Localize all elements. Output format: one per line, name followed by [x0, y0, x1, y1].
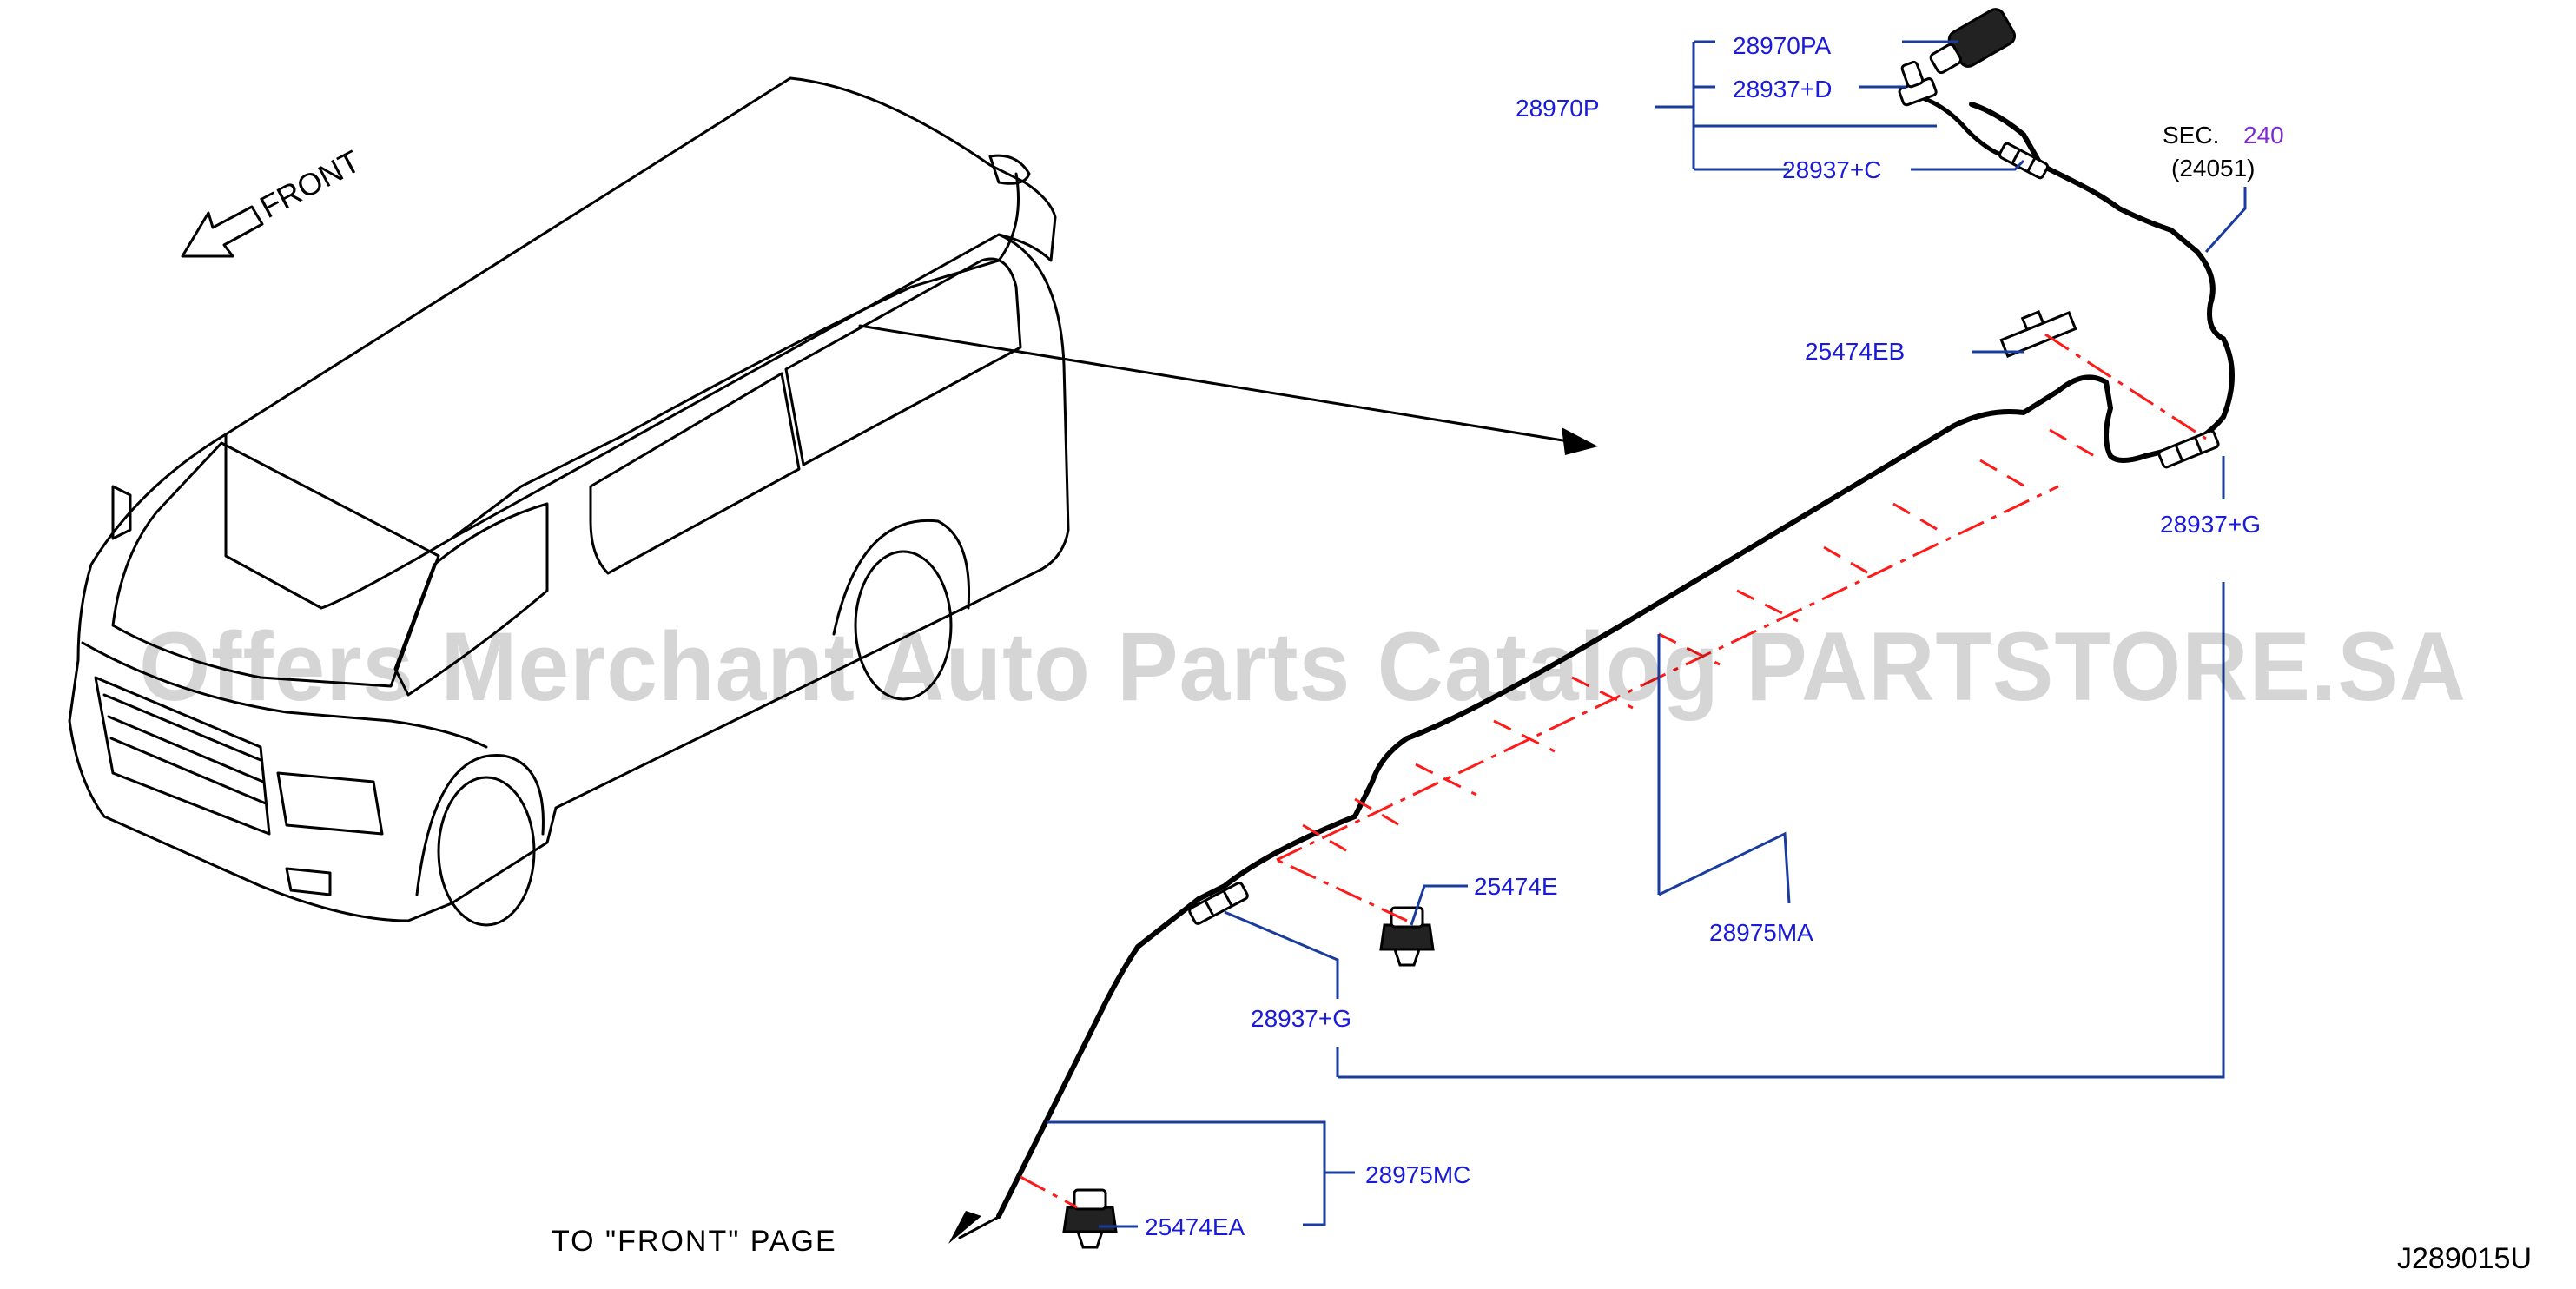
section-prefix: SEC. — [2163, 122, 2219, 149]
label-28937G-right[interactable]: 28937+G — [2160, 511, 2261, 538]
van-rear-wheel-arch — [832, 519, 971, 636]
label-28937D[interactable]: 28937+D — [1733, 76, 1832, 102]
section-reference[interactable]: SEC. 240 (24051) — [2163, 122, 2284, 182]
elbow-connector-icon — [1898, 60, 1938, 107]
label-25474EB[interactable]: 25474EB — [1805, 338, 1905, 365]
van-rear-wheel — [854, 550, 953, 701]
clip-centerlines — [1020, 333, 2207, 1209]
to-front-page-note: TO "FRONT" PAGE — [552, 1225, 837, 1258]
hose-clip-ea-icon — [1062, 1188, 1118, 1249]
van-headlamp — [276, 771, 384, 836]
label-28975MC[interactable]: 28975MC — [1365, 1161, 1470, 1188]
washer-nozzle-icon — [1929, 8, 2017, 75]
label-28975MA[interactable]: 28975MA — [1709, 919, 1813, 946]
hose-assembly — [948, 93, 2235, 1244]
van-side-window-3 — [784, 257, 1022, 466]
van-side-window-1 — [393, 502, 549, 697]
leader-lines — [1047, 40, 2247, 1228]
label-25474E[interactable]: 25474E — [1474, 873, 1558, 900]
van-hood-line — [81, 641, 488, 749]
part-labels: 28970PA 28937+D 28970P 28937+C 25474EB 2… — [1145, 32, 2261, 1240]
van-windshield — [111, 441, 440, 688]
watermark-text: Offers Merchant Auto Parts Catalog PARTS… — [139, 612, 2467, 721]
section-number[interactable]: 240 — [2243, 122, 2284, 149]
hose-joint-g-right-icon — [2157, 429, 2220, 469]
van-illustration — [68, 76, 1070, 927]
nozzle-hose — [1912, 93, 2009, 159]
main-washer-hose — [1196, 102, 2235, 902]
drawing-code: J289015U — [2397, 1242, 2532, 1275]
to-front-arrowhead — [948, 1211, 981, 1244]
label-28970PA[interactable]: 28970PA — [1733, 32, 1831, 59]
front-direction-label: FRONT — [254, 143, 367, 225]
front-direction-indicator: FRONT — [181, 143, 367, 258]
van-mirror — [111, 485, 132, 540]
van-roof-hose — [450, 172, 1020, 540]
van-rear-spoiler — [988, 154, 1031, 185]
van-side-window-2 — [589, 372, 801, 575]
van-front-wheel — [437, 776, 536, 927]
hose-clip-e-icon — [1379, 906, 1435, 967]
van-roof-outline — [224, 76, 1057, 610]
label-28937C[interactable]: 28937+C — [1782, 156, 1881, 183]
label-25474EA[interactable]: 25474EA — [1145, 1213, 1245, 1240]
hose-clip-eb-icon — [1999, 310, 2077, 358]
van-front-wheel-arch — [415, 753, 545, 896]
parts-icons — [1062, 8, 2220, 1249]
van-front-face — [68, 433, 410, 922]
hose-joint-g-left-icon — [1188, 882, 1249, 925]
section-sub-number: (24051) — [2171, 155, 2256, 182]
detail-pointer-arrowhead — [1562, 427, 1598, 455]
label-28937G-left[interactable]: 28937+G — [1251, 1005, 1351, 1032]
van-grille — [94, 676, 271, 836]
front-washer-hose — [996, 896, 1201, 1219]
van-fog-lamp — [285, 867, 332, 896]
label-28970P[interactable]: 28970P — [1516, 95, 1600, 122]
front-arrow-icon — [181, 205, 264, 258]
detail-pointer-arrow — [858, 324, 1598, 455]
van-body-side — [406, 233, 1070, 922]
